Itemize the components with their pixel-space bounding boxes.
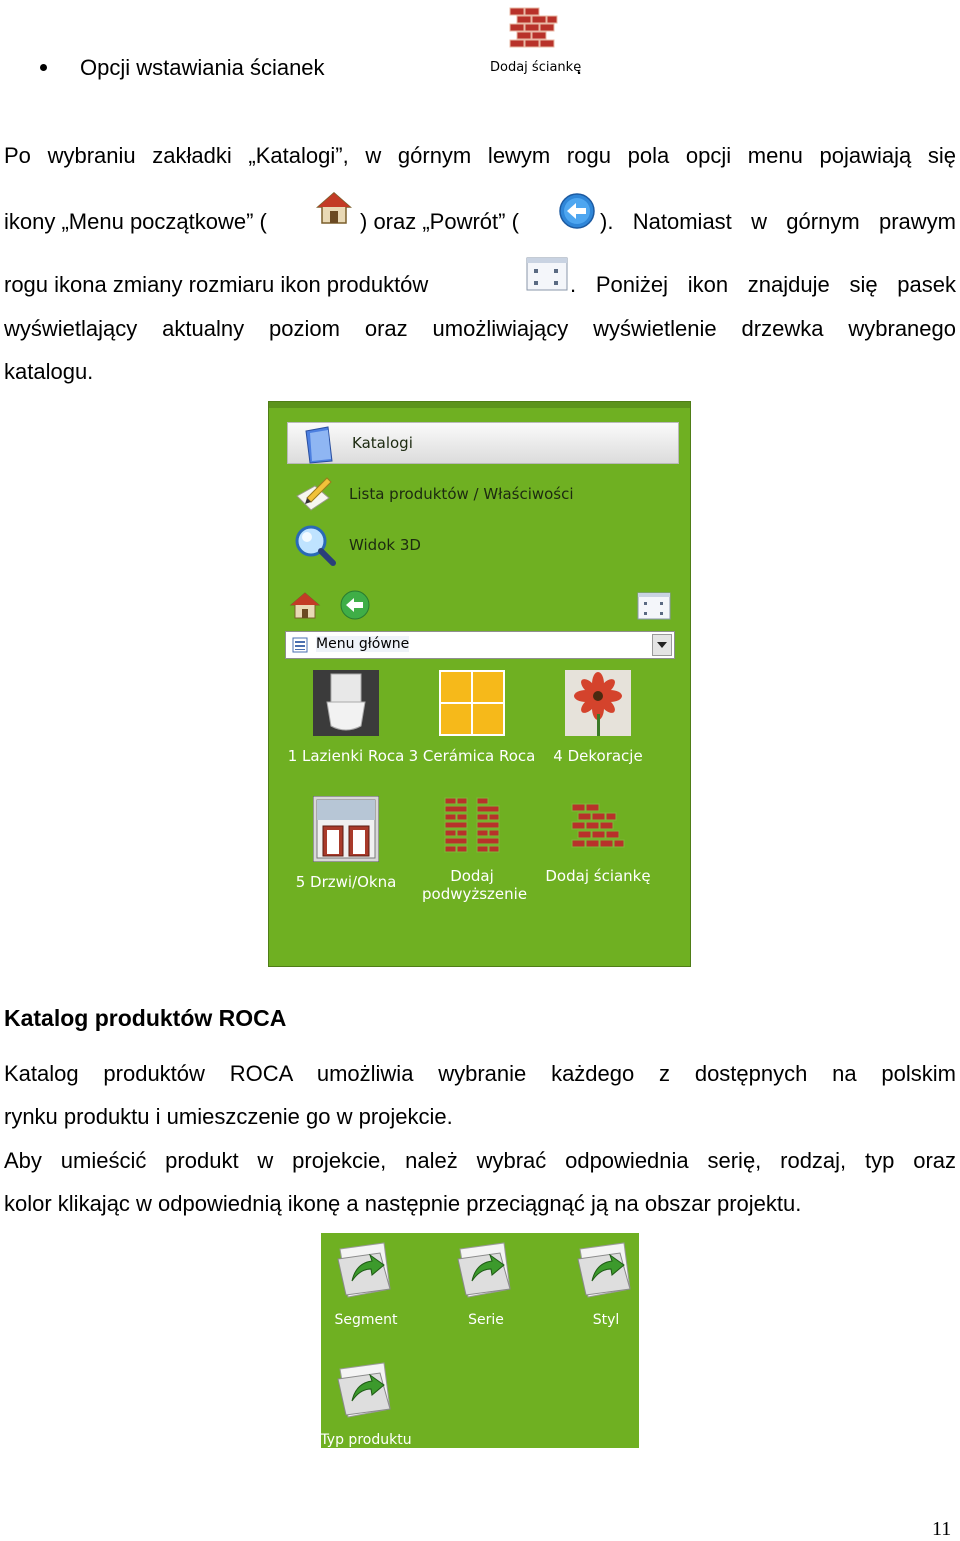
tile-dodaj-podwyzszenie[interactable]: Dodaj podwyższenie xyxy=(407,796,537,903)
home-icon xyxy=(316,192,352,224)
para1-line2: ikony „Menu początkowe” ( ) oraz „Powrót… xyxy=(4,192,956,243)
tile-dodaj-scianke-label: Dodaj ściankę xyxy=(545,867,651,885)
para1-line3: rogu ikona zmiany rozmiaru ikon produktó… xyxy=(4,257,956,306)
roca-options-panel: Segment Serie Styl Typ produktu xyxy=(320,1233,639,1448)
katalogi-label: Katalogi xyxy=(352,434,413,452)
tile-dodaj-scianke[interactable]: Dodaj ściankę xyxy=(533,802,663,885)
bullet-line: Opcji wstawiania ścianek xyxy=(40,50,940,90)
brick-wall-icon xyxy=(571,803,625,848)
section-para1-line1: Katalog produktów ROCA umożliwia wybrani… xyxy=(4,1061,956,1086)
product-list-menu-item[interactable]: Lista produktów / Właściwości xyxy=(293,474,574,514)
view-3d-label: Widok 3D xyxy=(349,536,421,554)
segment-label: Segment xyxy=(334,1312,398,1328)
tile-dodaj-podwyzszenie-label: Dodaj podwyższenie xyxy=(422,867,528,903)
flower-icon xyxy=(565,670,631,736)
dropdown-arrow-button[interactable] xyxy=(652,634,672,656)
folder-arrow-icon xyxy=(577,1242,631,1298)
para1-line5: katalogu. xyxy=(4,359,94,384)
home-button-icon[interactable] xyxy=(289,590,321,620)
section-para2-line1: Aby umieścić produkt w projekcie, należ … xyxy=(4,1148,956,1173)
back-arrow-icon xyxy=(559,193,595,229)
view-3d-menu-item[interactable]: Widok 3D xyxy=(293,525,421,566)
tile-ceramica-roca-label: 3 Cerámica Roca xyxy=(408,747,536,765)
tile-dekoracje[interactable]: 4 Dekoracje xyxy=(533,670,663,765)
section-para1-line2: rynku produktu i umieszczenie go w proje… xyxy=(4,1104,453,1129)
typ-produktu-option[interactable]: Typ produktu xyxy=(311,1359,421,1448)
para1-line4: wyświetlający aktualny poziom oraz umożl… xyxy=(4,316,956,341)
tile-lazienki-roca-label: 1 Lazienki Roca xyxy=(287,747,405,765)
tiles-icon xyxy=(439,670,505,736)
window-icon xyxy=(312,795,380,863)
serie-option[interactable]: Serie xyxy=(431,1239,541,1328)
para1-line3-a: rogu ikona zmiany rozmiaru ikon produktó… xyxy=(4,272,429,297)
katalogi-tab[interactable]: Katalogi xyxy=(287,422,679,464)
para1-line2-c: ). Natomiast w górnym prawym xyxy=(600,209,956,234)
section-para2-line2: kolor klikając w odpowiednią ikonę a nas… xyxy=(4,1191,802,1216)
para1-line2-b: ) oraz „Powrót” ( xyxy=(360,209,519,234)
styl-option[interactable]: Styl xyxy=(551,1239,661,1328)
page-number: 11 xyxy=(932,1518,952,1540)
tile-dekoracje-label: 4 Dekoracje xyxy=(553,747,643,765)
panel-top-band xyxy=(269,402,690,408)
para1-line1: Po wybraniu zakładki „Katalogi”, w górny… xyxy=(4,143,956,168)
tile-drzwi-okna[interactable]: 5 Drzwi/Okna xyxy=(281,795,411,891)
para1-line3-b: . Poniżej ikon znajduje się pasek xyxy=(570,272,956,297)
typ-produktu-label: Typ produktu xyxy=(320,1432,412,1448)
toilet-icon xyxy=(313,670,379,736)
tile-drzwi-okna-label: 5 Drzwi/Okna xyxy=(295,873,397,891)
pencil-paper-icon xyxy=(296,477,332,511)
list-icon xyxy=(292,637,308,653)
para1-line2-a: ikony „Menu początkowe” ( xyxy=(4,209,267,234)
brick-columns-icon xyxy=(444,797,500,853)
styl-label: Styl xyxy=(592,1312,620,1328)
bullet-text: Opcji wstawiania ścianek xyxy=(80,55,325,80)
folder-arrow-icon xyxy=(337,1362,391,1418)
folder-arrow-icon xyxy=(457,1242,511,1298)
add-wall-icon-example: Dodaj ściankę xyxy=(488,4,582,80)
tile-lazienki-roca[interactable]: 1 Lazienki Roca xyxy=(281,670,411,765)
section-heading: Katalog produktów ROCA xyxy=(4,1005,287,1031)
back-button-icon[interactable] xyxy=(339,589,371,621)
resize-icons-icon xyxy=(526,257,568,291)
segment-option[interactable]: Segment xyxy=(311,1239,421,1328)
bullet-dot xyxy=(40,64,47,71)
brick-wall-icon xyxy=(509,7,558,48)
tile-ceramica-roca[interactable]: 3 Cerámica Roca xyxy=(407,670,537,765)
product-list-label: Lista produktów / Właściwości xyxy=(349,485,574,503)
serie-label: Serie xyxy=(468,1312,504,1328)
folder-arrow-icon xyxy=(337,1242,391,1298)
magnifier-icon xyxy=(295,525,336,566)
level-dropdown-value: Menu główne xyxy=(316,636,410,652)
add-wall-icon-label: Dodaj ściankę xyxy=(490,60,582,75)
chevron-down-icon xyxy=(657,642,667,648)
resize-button-icon[interactable] xyxy=(637,592,671,620)
bullet-trailing: . xyxy=(576,54,583,79)
catalog-panel: Katalogi Lista produktów / Właściwości W… xyxy=(268,401,691,967)
folder-book-icon xyxy=(305,426,333,464)
level-dropdown[interactable]: Menu główne xyxy=(285,631,675,659)
